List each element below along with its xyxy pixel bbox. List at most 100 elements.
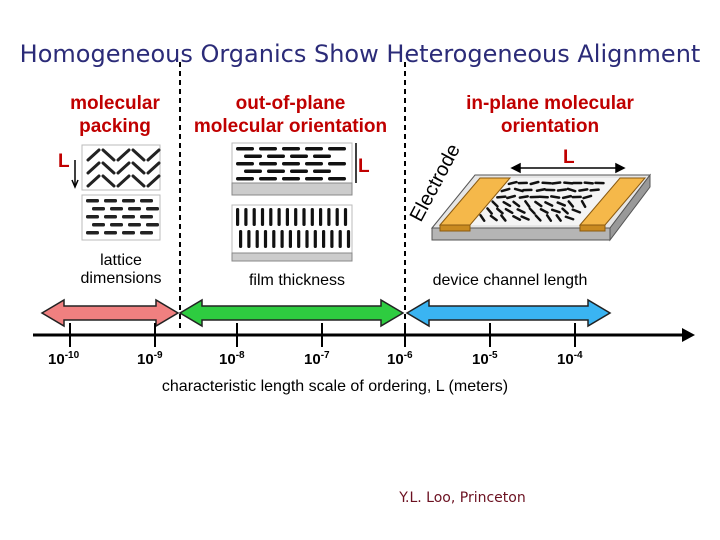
layered-molecule: [146, 207, 159, 211]
herringbone-molecule: [131, 161, 146, 175]
channel-molecule: [551, 181, 562, 185]
standing-molecule: [252, 208, 256, 226]
channel-molecule: [506, 194, 517, 200]
film-thickness-label: film thickness: [248, 272, 346, 289]
tick-exponent: -7: [320, 350, 330, 361]
standing-molecule: [305, 230, 309, 248]
layered-molecule: [104, 215, 117, 219]
standing-molecule: [327, 208, 331, 226]
channel-molecule: [528, 207, 536, 215]
channel-molecule: [550, 208, 561, 214]
channel-molecule: [524, 200, 531, 208]
standing-molecule: [302, 208, 306, 226]
standing-molecule: [255, 230, 259, 248]
channel-molecule: [555, 214, 562, 222]
channel-molecule: [563, 181, 574, 185]
channel-molecule: [529, 180, 540, 186]
layered-molecule: [122, 215, 135, 219]
tick-exponent: -5: [488, 350, 498, 361]
channel-molecule: [589, 188, 600, 192]
channel-molecule: [556, 188, 568, 192]
channel-molecule: [496, 207, 504, 215]
l-bracket-packing: [71, 160, 79, 189]
tick-label: 10-4: [557, 350, 583, 368]
herringbone-molecule: [86, 161, 101, 175]
channel-molecule: [578, 188, 589, 192]
out-of-plane-image-lying: [231, 142, 353, 196]
channel-molecule: [489, 214, 498, 222]
layered-molecule: [104, 199, 117, 203]
herringbone-molecule: [131, 174, 146, 188]
channel-molecule: [512, 200, 521, 208]
lying-molecule: [313, 169, 331, 173]
tick-exponent: -4: [573, 350, 583, 361]
channel-molecule: [500, 214, 507, 222]
lying-molecule: [244, 154, 262, 158]
channel-molecule: [513, 187, 524, 193]
standing-molecule: [330, 230, 334, 248]
standing-molecule: [338, 230, 342, 248]
lying-molecule: [290, 154, 308, 158]
channel-molecule: [582, 194, 593, 200]
lying-molecule: [236, 177, 254, 181]
layered-molecule: [122, 199, 135, 203]
packing-image-herringbone: [81, 144, 161, 191]
range-arrow-film-shape: [178, 298, 405, 328]
range-arrow-lattice: [40, 298, 180, 328]
layered-molecule: [140, 231, 153, 235]
layered-molecule: [86, 199, 99, 203]
channel-molecule: [580, 199, 587, 209]
header-out-of-plane: out-of-plane molecular orientation: [193, 93, 388, 137]
channel-molecule: [556, 201, 566, 207]
lying-molecule: [282, 177, 300, 181]
layered-molecule: [128, 207, 141, 211]
l-label-out-of-plane: L: [358, 156, 370, 177]
standing-molecule: [285, 208, 289, 226]
range-arrow-film: [178, 298, 405, 328]
herringbone-molecule: [116, 148, 131, 162]
layered-molecule: [86, 231, 99, 235]
device-channel-length-label: device channel length: [432, 272, 588, 289]
channel-molecule: [561, 194, 573, 200]
layered-molecule: [92, 207, 105, 211]
layered-molecule: [140, 215, 153, 219]
layered-molecule: [110, 223, 123, 227]
layered-molecule: [104, 231, 117, 235]
herringbone-molecule: [146, 148, 161, 162]
lying-molecule: [259, 177, 277, 181]
lying-molecule: [267, 169, 285, 173]
tick-base: 10: [48, 351, 65, 368]
tick-base: 10: [137, 351, 154, 368]
tick-exponent: -10: [64, 350, 80, 361]
herringbone-molecule: [116, 161, 131, 175]
standing-molecule: [343, 208, 348, 226]
standing-molecule: [310, 208, 314, 226]
standing-molecule: [247, 230, 251, 248]
channel-molecule: [479, 214, 486, 222]
standing-molecule: [277, 208, 281, 226]
standing-molecule: [294, 208, 298, 226]
tick-base: 10: [472, 351, 489, 368]
layered-molecule: [146, 223, 159, 227]
channel-molecule: [534, 214, 542, 222]
tick-label: 10-8: [219, 350, 245, 368]
tick-base: 10: [557, 351, 574, 368]
lying-molecule: [305, 177, 323, 181]
channel-length-arrow: [510, 162, 626, 174]
lying-molecule: [305, 162, 323, 166]
l-label-in-plane: L: [563, 147, 575, 168]
channel-molecule: [550, 195, 561, 199]
standing-molecule: [319, 208, 323, 226]
channel-molecule: [545, 214, 553, 222]
channel-molecule: [534, 200, 543, 208]
lying-molecule: [267, 154, 285, 158]
l-label-packing: L: [58, 151, 70, 172]
channel-molecule: [535, 188, 546, 192]
range-arrow-lattice-shape: [40, 298, 180, 328]
layered-molecule: [128, 223, 141, 227]
lying-molecule: [305, 147, 323, 151]
channel-molecule: [567, 200, 575, 208]
standing-molecule: [322, 230, 326, 248]
channel-molecule: [518, 195, 529, 199]
